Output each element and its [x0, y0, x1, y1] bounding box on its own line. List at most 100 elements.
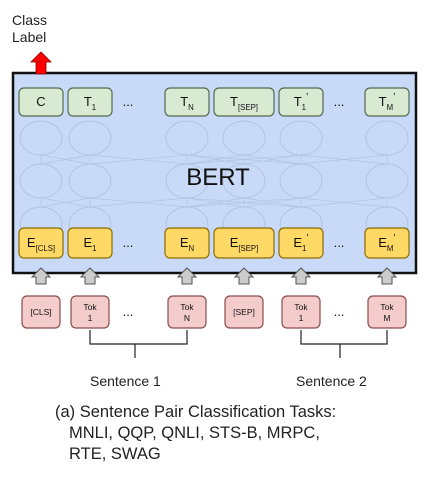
network-edge	[89, 197, 188, 208]
network-edge	[89, 154, 188, 165]
embedding-box	[213, 227, 275, 259]
token-label: [CLS]	[30, 307, 51, 317]
output-ellipsis: ...	[123, 94, 134, 109]
output-box	[364, 87, 410, 117]
token-box	[167, 295, 207, 329]
box-label: E1	[83, 235, 96, 253]
token-label: N	[184, 313, 190, 323]
box-label: C	[36, 94, 45, 109]
class-label-line-1: Class	[12, 12, 48, 28]
network-node	[19, 163, 63, 199]
input-arrow	[233, 267, 255, 285]
network-node	[68, 120, 112, 156]
bert-diagram: BERT C T1... TN T[SEP] T1’... TM’ E[CLS] E1...…	[11, 51, 418, 358]
network-edge	[186, 154, 245, 165]
box-label: EM’	[378, 233, 395, 253]
class-output-arrow	[30, 51, 52, 75]
network-edge	[40, 197, 91, 208]
network-edge	[243, 154, 302, 165]
token-box	[21, 295, 61, 329]
network-edge	[186, 154, 302, 165]
output-ellipsis: ...	[334, 94, 345, 109]
network-edge	[89, 197, 188, 208]
token-label: Tok	[83, 302, 97, 312]
network-edge	[300, 197, 388, 208]
network-edge	[186, 197, 245, 208]
network-node	[222, 120, 266, 156]
box-label: T1’	[294, 92, 309, 112]
network-edge	[300, 154, 388, 165]
embedding-box	[18, 227, 64, 259]
output-box	[164, 87, 210, 117]
box-label: EN	[180, 235, 194, 253]
token-label: 1	[88, 313, 93, 323]
network-node	[165, 120, 209, 156]
token-label: [SEP]	[233, 307, 255, 317]
input-arrow	[290, 267, 312, 285]
box-label: T1	[84, 94, 96, 112]
input-arrow	[79, 267, 101, 285]
token-ellipsis: ...	[334, 304, 345, 319]
network-edge	[186, 197, 302, 208]
embedding-box	[278, 227, 324, 259]
sentence-2-label: Sentence 2	[296, 373, 367, 389]
embedding-box	[67, 227, 113, 259]
token-label: Tok	[294, 302, 308, 312]
network-node	[19, 120, 63, 156]
token-box	[70, 295, 110, 329]
token-ellipsis: ...	[123, 304, 134, 319]
box-label: E[SEP]	[230, 235, 259, 253]
box-label: TN	[180, 94, 194, 112]
input-arrow	[376, 267, 398, 285]
token-label: Tok	[380, 302, 394, 312]
sentence-bracket	[89, 330, 188, 358]
box-label: E[CLS]	[27, 235, 55, 253]
network-node	[365, 163, 409, 199]
embedding-ellipsis: ...	[334, 235, 345, 250]
network-edge	[186, 197, 302, 208]
bert-label: BERT	[186, 164, 250, 191]
network-edge	[40, 154, 91, 165]
network-edge	[186, 197, 245, 208]
sentence-1-label: Sentence 1	[90, 373, 161, 389]
output-box	[18, 87, 64, 117]
caption-line-2: MNLI, QQP, QNLI, STS-B, MRPC,	[69, 424, 320, 442]
embedding-box	[364, 227, 410, 259]
output-box	[278, 87, 324, 117]
network-edge	[243, 154, 302, 165]
network-edge	[89, 154, 188, 165]
figure-caption: (a) Sentence Pair Classification Tasks: …	[55, 402, 425, 465]
network-edge	[300, 197, 388, 208]
input-arrow	[30, 267, 52, 285]
network-edge	[40, 197, 91, 208]
output-box	[213, 87, 275, 117]
box-label: T[SEP]	[230, 94, 258, 112]
network-edge	[300, 154, 388, 165]
network-edge	[186, 154, 245, 165]
network-node	[279, 120, 323, 156]
sentence-bracket	[300, 330, 388, 358]
network-edge	[243, 197, 302, 208]
network-edge	[186, 154, 302, 165]
network-node	[222, 163, 266, 199]
class-label: Class Label	[12, 12, 72, 46]
token-box	[224, 295, 264, 329]
network-node	[165, 163, 209, 199]
network-node	[365, 120, 409, 156]
network-edge	[243, 197, 302, 208]
token-label: M	[383, 313, 390, 323]
token-label: 1	[299, 313, 304, 323]
token-box	[281, 295, 321, 329]
output-box	[67, 87, 113, 117]
network-node	[279, 163, 323, 199]
embedding-ellipsis: ...	[123, 235, 134, 250]
token-box	[367, 295, 407, 329]
caption-line-1: (a) Sentence Pair Classification Tasks:	[55, 403, 337, 421]
token-label: Tok	[180, 302, 194, 312]
embedding-box	[164, 227, 210, 259]
input-arrow	[176, 267, 198, 285]
class-label-line-2: Label	[12, 29, 47, 45]
network-node	[68, 163, 112, 199]
network-edge	[40, 154, 91, 165]
box-label: TM’	[379, 92, 396, 112]
